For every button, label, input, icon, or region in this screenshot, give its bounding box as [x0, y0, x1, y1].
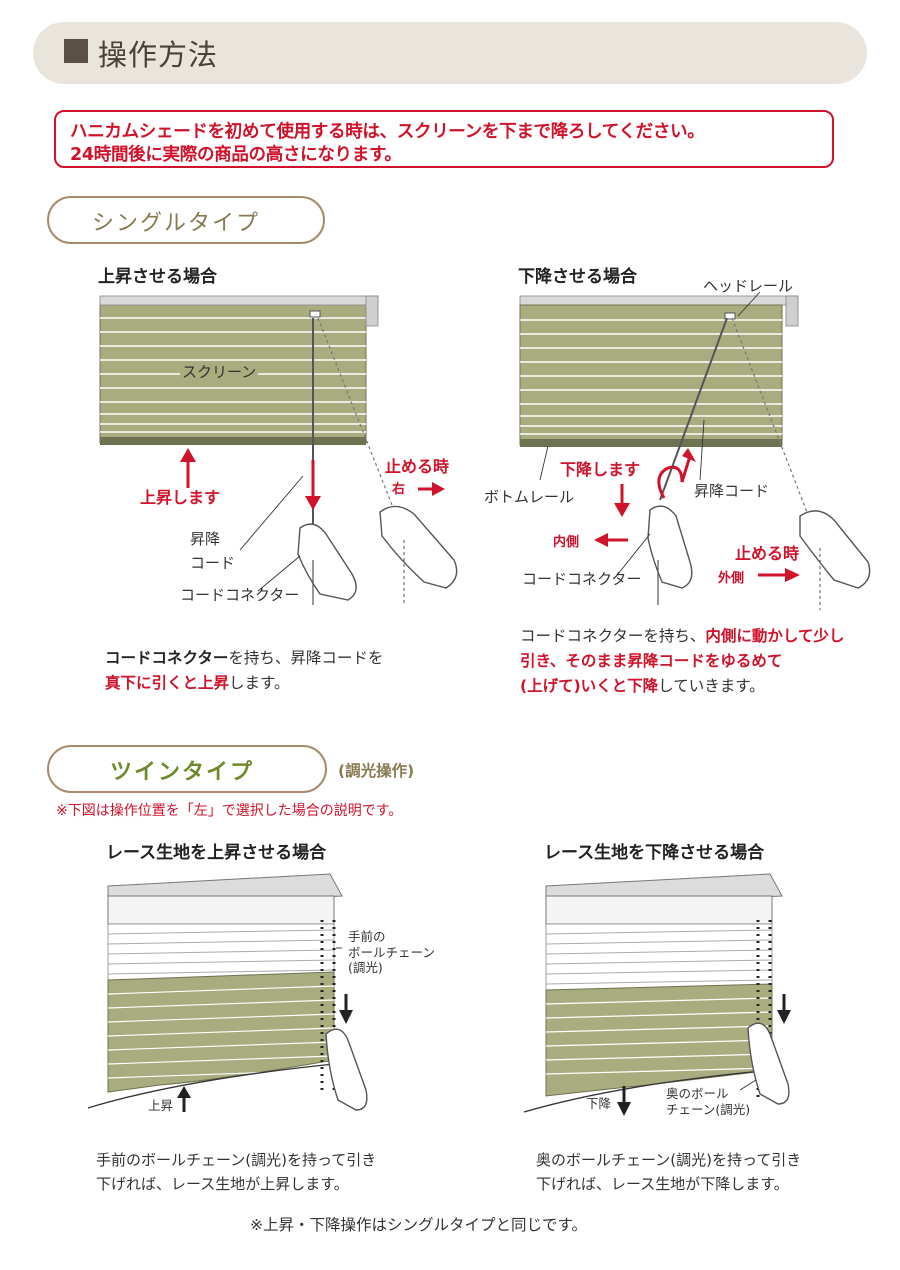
lower-connector-label: コードコネクター: [522, 570, 642, 588]
footer-note: ※上昇・下降操作はシングルタイプと同じです。: [250, 1216, 587, 1234]
header-bar: [33, 22, 867, 84]
lower-cord-label: 昇降コード: [694, 482, 770, 500]
twin-raise-desc: 手前のボールチェーン(調光)を持って引き 下げれば、レース生地が上昇します。: [96, 1151, 377, 1193]
bottom-rail-label: ボトムレール: [484, 488, 575, 506]
lower-down-label: 下降します: [560, 460, 641, 479]
lower-inner-label: 内側: [553, 535, 580, 550]
raise-up-label: 上昇します: [140, 488, 221, 507]
twin-lower-down-label: 下降: [586, 1096, 612, 1111]
single-type-label: シングルタイプ: [92, 211, 261, 236]
raise-stop-label: 止める時: [385, 457, 450, 476]
notice-line-2: 24時間後に実際の商品の高さになります。: [70, 145, 402, 165]
square-bullet-icon: [64, 39, 88, 63]
single-raise-desc: コードコネクターを持ち、昇降コードを 真下に引くと上昇します。: [105, 649, 384, 692]
screen-label: スクリーン: [180, 361, 259, 382]
single-lower-desc: コードコネクターを持ち、内側に動かして少し 引き、そのまま昇降コードをゆるめて …: [520, 627, 845, 695]
lower-outer-label: 外側: [718, 571, 745, 586]
twin-raise-up-label: 上昇: [148, 1098, 174, 1113]
single-raise-heading: 上昇させる場合: [98, 267, 217, 287]
twin-lower-heading: レース生地を下降させる場合: [544, 843, 765, 863]
twin-lower-desc: 奥のボールチェーン(調光)を持って引き 下げれば、レース生地が下降します。: [536, 1151, 802, 1193]
single-lower-heading: 下降させる場合: [518, 267, 637, 287]
twin-type-label: ツインタイプ: [110, 760, 255, 785]
twin-pill-note: (調光操作): [338, 762, 415, 780]
raise-cord-label-2: コード: [190, 554, 236, 572]
twin-lower-chain-label: 奥のボール チェーン(調光): [666, 1086, 751, 1117]
twin-raise-heading: レース生地を上昇させる場合: [106, 843, 327, 863]
raise-connector-label: コードコネクター: [180, 586, 300, 604]
lower-stop-label: 止める時: [735, 544, 800, 563]
twin-raise-chain-label: 手前の ボールチェーン (調光): [348, 929, 435, 976]
notice-box: [54, 110, 834, 168]
raise-stop-dir: 右: [392, 482, 406, 497]
single-type-pill: [47, 196, 325, 244]
raise-cord-label-1: 昇降: [190, 530, 221, 548]
notice-line-1: ハニカムシェードを初めて使用する時は、スクリーンを下まで降ろしてください。: [70, 122, 705, 142]
twin-type-pill: [47, 745, 327, 793]
headrail-label: ヘッドレール: [703, 277, 794, 295]
page-title: 操作方法: [98, 38, 219, 72]
twin-note: ※下図は操作位置を「左」で選択した場合の説明です。: [56, 803, 403, 819]
